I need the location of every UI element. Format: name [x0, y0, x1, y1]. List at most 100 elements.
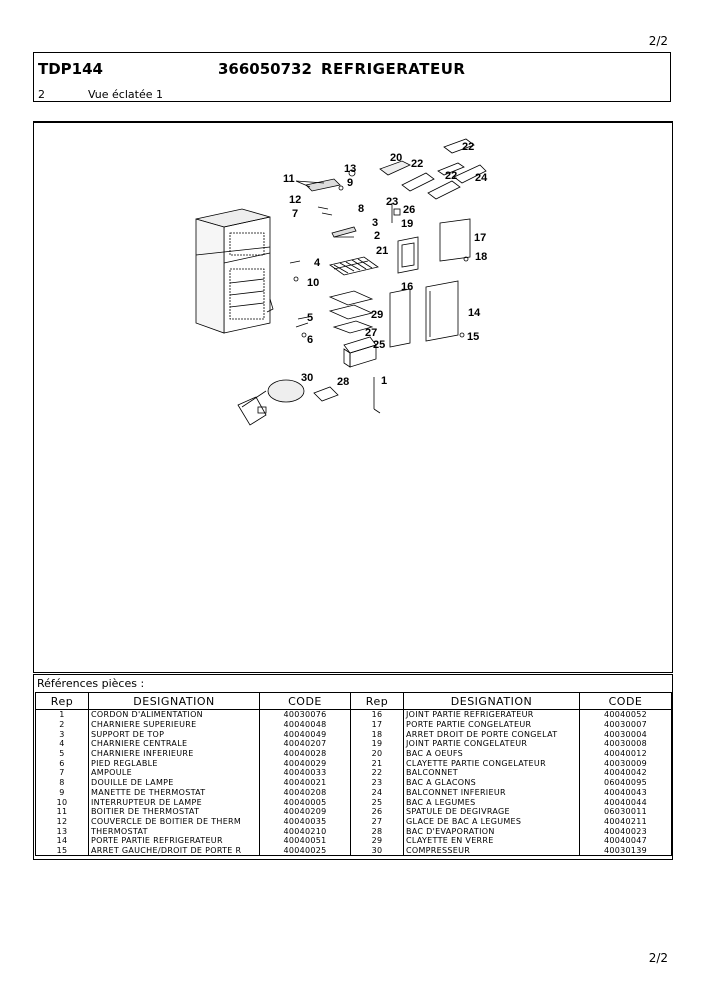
col-header-designation: DESIGNATION [88, 692, 260, 710]
callout-1: 1 [381, 375, 387, 387]
callout-3: 3 [372, 217, 378, 229]
cell-designation: AMPOULE [88, 768, 260, 778]
cell-code: 40040210 [259, 826, 351, 836]
cell-code: 40040025 [259, 845, 351, 857]
cell-designation: BAC A GLACONS [403, 777, 580, 788]
callout-13: 13 [344, 163, 356, 175]
cell-designation: PIED REGLABLE [88, 758, 260, 769]
cell-rep: 6 [35, 758, 89, 769]
cell-rep: 5 [35, 748, 89, 759]
product-name: REFRIGERATEUR [321, 60, 466, 78]
cell-rep: 10 [35, 797, 89, 807]
cell-rep: 1 [35, 709, 89, 720]
callout-7: 7 [292, 208, 298, 220]
callout-9: 9 [347, 177, 353, 189]
cell-code: 40040005 [259, 797, 351, 807]
callout-27: 27 [365, 327, 377, 339]
cell-code: 40030004 [579, 729, 672, 740]
cell-designation: CHARNIERE CENTRALE [88, 739, 260, 749]
callout-4: 4 [314, 257, 321, 269]
product-code: 366050732 [218, 60, 312, 78]
fridge-door-drawing [389, 280, 465, 348]
cell-designation: JOINT PARTIE REFRIGERATEUR [403, 709, 580, 720]
cell-code: 40040207 [259, 739, 351, 749]
cell-code: 40030008 [579, 739, 672, 749]
cell-designation: CHARNIERE INFERIEURE [88, 748, 260, 759]
cell-rep: 9 [35, 787, 89, 798]
callout-29: 29 [371, 309, 383, 321]
cell-rep: 19 [350, 739, 404, 749]
cell-code: 40040043 [579, 787, 672, 798]
callout-22b: 22 [411, 158, 423, 170]
callout-18: 18 [475, 251, 487, 263]
cell-code: 40040208 [259, 787, 351, 798]
callout-14: 14 [468, 307, 481, 319]
cell-code: 40040012 [579, 748, 672, 759]
fridge-cabinet-drawing [195, 208, 274, 334]
cell-code: 40040042 [579, 768, 672, 778]
callout-15: 15 [467, 331, 479, 343]
exploded-view-diagram: 22 20 22 13 11 9 22 24 12 23 8 26 7 3 19… [195, 138, 488, 426]
cell-designation: INTERRUPTEUR DE LAMPE [88, 797, 260, 807]
cell-rep: 30 [350, 845, 404, 857]
callout-8: 8 [358, 203, 364, 215]
cell-code: 06030011 [579, 806, 672, 817]
col-header-code: CODE [259, 692, 351, 710]
cell-rep: 7 [35, 768, 89, 778]
callout-12: 12 [289, 194, 301, 206]
callout-16: 16 [401, 281, 413, 293]
exploded-view-panel: 22 20 22 13 11 9 22 24 12 23 8 26 7 3 19… [33, 121, 673, 673]
model-name: TDP144 [38, 60, 103, 78]
cell-code: 40040033 [259, 768, 351, 778]
cell-code: 40040052 [579, 709, 672, 720]
references-title: Références pièces : [37, 677, 145, 690]
cell-designation: BAC A LEGUMES [403, 797, 580, 807]
cell-rep: 15 [35, 845, 89, 857]
cell-designation: BALCONNET INFERIEUR [403, 787, 580, 798]
col-header-rep-2: Rep [350, 692, 404, 710]
cell-rep: 20 [350, 748, 404, 759]
cell-designation: CORDON D'ALIMENTATION [88, 709, 260, 720]
callout-26: 26 [403, 204, 415, 216]
cell-rep: 16 [350, 709, 404, 720]
callout-24: 24 [475, 172, 488, 184]
parts-table: Rep DESIGNATION CODE Rep DESIGNATION COD… [35, 692, 672, 857]
callout-25: 25 [373, 339, 385, 351]
callout-19: 19 [401, 218, 413, 230]
cell-designation: CHARNIERE SUPERIEURE [88, 719, 260, 730]
cell-designation: COUVERCLE DE BOITIER DE THERM [88, 816, 260, 827]
cell-code: 40040021 [259, 777, 351, 788]
cell-code: 40040023 [579, 826, 672, 836]
callout-2: 2 [374, 230, 380, 242]
cell-code: 40040028 [259, 748, 351, 759]
cell-rep: 23 [350, 777, 404, 788]
cell-rep: 22 [350, 768, 404, 778]
cell-code: 06040095 [579, 777, 672, 788]
callout-11: 11 [283, 173, 295, 185]
cell-designation: CLAYETTE PARTIE CONGELATEUR [403, 758, 580, 769]
cell-designation: SUPPORT DE TOP [88, 729, 260, 740]
cell-rep: 14 [35, 835, 89, 846]
cell-designation: BALCONNET [403, 768, 580, 778]
cell-rep: 13 [35, 826, 89, 836]
cell-designation: JOINT PARTIE CONGELATEUR [403, 739, 580, 749]
cell-designation: BAC D'EVAPORATION [403, 826, 580, 836]
col-header-designation-2: DESIGNATION [403, 692, 580, 710]
cell-code: 40040048 [259, 719, 351, 730]
callout-23: 23 [386, 196, 398, 208]
cell-designation: PORTE PARTIE REFRIGERATEUR [88, 835, 260, 846]
cell-rep: 17 [350, 719, 404, 730]
callout-30: 30 [301, 372, 313, 384]
cell-rep: 8 [35, 777, 89, 788]
callout-28: 28 [337, 376, 349, 388]
callout-22c: 22 [445, 170, 457, 182]
cell-rep: 29 [350, 835, 404, 846]
callout-10: 10 [307, 277, 319, 289]
cell-designation: BAC A OEUFS [403, 748, 580, 759]
